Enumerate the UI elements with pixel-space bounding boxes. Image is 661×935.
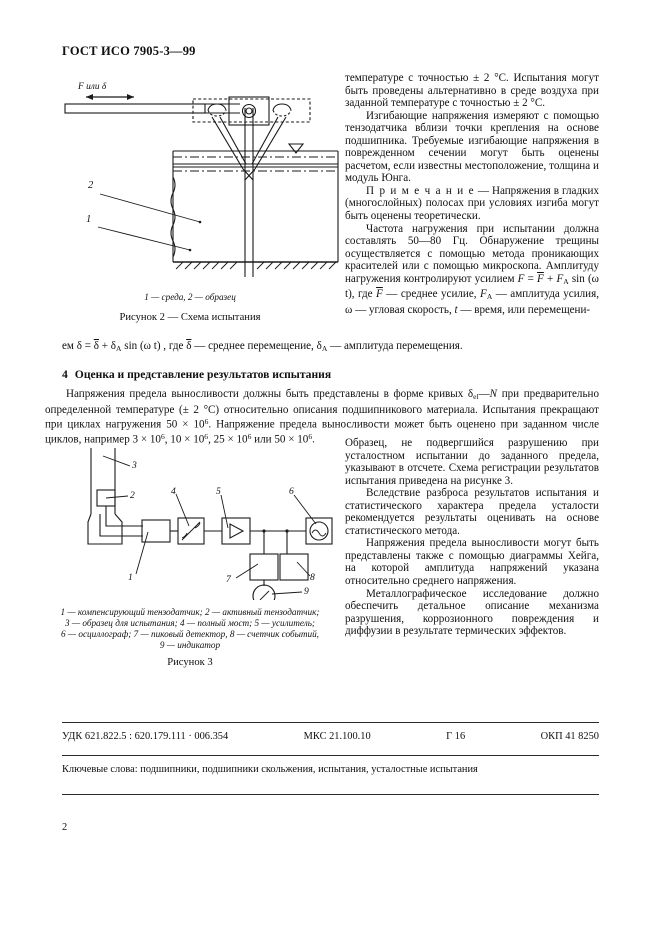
paragraph-note: П р и м е ч а н и е — Напряжения в гладк… [345,185,599,223]
figure-2-test-schematic: F или δ 2 1 [60,72,345,284]
s4-text-a: Напряжения предела выносливости должны б… [66,388,468,400]
figure-3-callout-8: 8 [310,572,315,583]
s4-sup-5: 6 [308,432,313,442]
formula-plus: + [543,272,557,285]
s4-delta-sub: el [473,392,479,402]
figure-3-legend-line-2: 3 — образец для испытания; 4 — полный мо… [65,618,315,629]
load-frequency-text-b: — среднее усилие, [382,288,481,301]
figure-2-callout-1: 1 [86,214,92,225]
mks-code: МКС 21.100.10 [303,731,371,742]
s4-sup-1: 6 [204,417,209,427]
right-column-bottom: Образец, не подвергшийся разрушению при … [345,437,599,638]
formula-FA-sub: A [563,276,569,286]
standard-number-header: ГОСТ ИСО 7905-3—99 [62,44,196,58]
figure-2-drawing [64,94,339,277]
displacement-plus: + [98,340,111,352]
section-4-title: Оценка и представление результатов испыт… [74,368,332,381]
group-code: Г 16 [446,731,466,742]
paragraph-bending-stress: Изгибающие напряжения измеряют с помощью… [345,109,599,185]
figure-3-callout-6: 6 [289,486,294,497]
figure-3-legend: 1 — компенсирующий тензодатчик; 2 — акти… [45,607,335,651]
udk-code: УДК 621.822.5 : 620.179.111 · 006.354 [62,731,229,742]
s4-text-b: при предварительно определенной температ… [45,388,599,431]
formula-FA-2-sub: A [486,292,493,302]
footer-rule-middle [62,755,599,756]
figure-2-title: Рисунок 2 — Схема испытания [119,312,261,323]
figure-3-callout-3: 3 [132,460,137,471]
load-frequency-text-d: — время, или перемещени- [457,304,591,317]
s4-dash: — [478,388,490,400]
load-direction-arrow [86,94,134,100]
formula-F-mean-2: F [376,288,383,301]
note-body: Напряжения в гладких (многослойных) поло… [345,184,600,223]
section-4-intro-paragraph: Напряжения предела выносливости должны б… [45,388,599,446]
load-frequency-text-c: — амплитуда усилия, ω — угловая скорость… [345,288,599,317]
figure-3-callout-9: 9 [304,586,309,597]
displacement-formula-line: ем δ = δ + δA sin (ω t) , где δ — средне… [62,340,599,356]
figure-3-drawing [87,448,333,600]
s4-text-d: , 10 × 10 [164,433,205,446]
figure-3-title: Рисунок 3 [167,657,213,668]
note-dash: — [474,184,492,197]
paragraph-specimen-unbroken: Образец, не подвергшийся разрушению при … [345,437,599,487]
s4-sup-4: 6 [247,432,252,442]
s4-text-c: . Напряжение предела выносливости может … [45,418,599,446]
s4-text-g: . [312,433,315,446]
delta-A: δ [110,340,117,352]
figure-3-legend-line-1: 1 — компенсирующий тензодатчик; 2 — акти… [60,607,320,617]
figure-2-legend-text: 1 — среда, 2 — образец [144,292,236,302]
delta-A-2: δ [316,340,322,352]
delta-A-sub: A [116,344,122,354]
figure-3-callout-5: 5 [216,486,221,497]
figure-2-legend: 1 — среда, 2 — образец [45,292,335,303]
figure-3-legend-line-3: 6 — осциллограф; 7 — пиковый детектор, 8… [61,629,319,640]
figure-3-measurement-chain: 3 2 4 5 6 1 7 8 9 [58,448,346,600]
paragraph-load-frequency: Частота нагружения при испытании должна … [345,223,599,317]
displacement-mid: sin (ω t) , где [121,340,187,352]
paragraph-haigh-diagram: Напряжения предела выносливости могут бы… [345,537,599,588]
formula-F: F [517,272,525,285]
load-frequency-text-a: Частота нагружения при испытании должна … [345,222,599,285]
paragraph-metallographic: Металлографическое исследование должно о… [345,587,599,638]
footer-keywords: Ключевые слова: подшипники, подшипники с… [62,764,478,775]
delta-mean-2: δ [186,340,192,352]
footer-rule-top [62,722,599,723]
displacement-suffix-b: — амплитуда перемещения. [327,340,463,352]
s4-delta: δ [467,388,474,400]
formula-FA-2: F [480,288,487,301]
delta-A-2-sub: A [321,344,328,354]
figure-3-callout-2: 2 [130,490,135,501]
formula-sin: sin (ω t), где [345,272,599,301]
section-4-number: 4 [62,368,68,381]
displacement-prefix: ем δ = [62,340,94,352]
s4-text-e: , 25 × 10 [208,433,248,446]
figure-2-callout-2: 2 [88,180,94,191]
s4-sup-2: 6 [160,432,165,442]
figure-3-callout-1: 1 [128,572,133,583]
formula-eq: = [524,272,538,285]
s4-N: N [489,388,498,400]
paragraph-temperature: температуре с точностью ± 2 °C. Испытани… [345,72,599,110]
figure-3-callout-4: 4 [171,486,176,497]
paragraph-statistical-method: Вследствие разброса результатов испытани… [345,487,599,537]
figure-3-legend-line-4: 9 — индикатор [159,640,221,651]
figure-2-load-label: F или δ [78,82,107,92]
footer-rule-bottom [62,794,599,795]
footer-classification-codes: УДК 621.822.5 : 620.179.111 · 006.354 МК… [62,731,599,742]
s4-sup-3: 6 [204,432,209,442]
fluid-level-marker [287,143,305,154]
s4-text-f: или 50 × 10 [251,433,309,446]
formula-F-mean: F [537,272,544,285]
formula-FA: F [556,272,564,285]
displacement-suffix-a: — среднее перемещение, [191,340,317,352]
okp-code: ОКП 41 8250 [540,731,599,742]
delta-mean: δ [93,340,99,352]
figure-3-callout-7: 7 [226,574,231,585]
formula-t: t [454,304,458,317]
page-number: 2 [62,822,68,833]
note-label: П р и м е ч а н и е [366,184,475,197]
right-column-top: температуре с точностью ± 2 °C. Испытани… [345,72,599,317]
section-4-heading: 4 Оценка и представление результатов испы… [62,368,599,381]
